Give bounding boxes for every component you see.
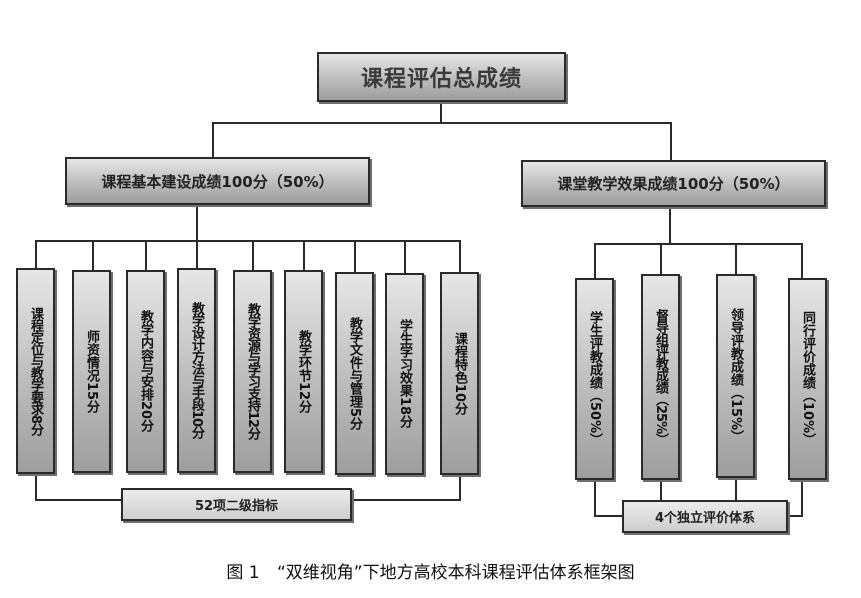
left-branch-node: 课程基本建设成绩100分（50%） (65, 157, 370, 205)
connector-line (196, 205, 198, 242)
left-summary-label: 52项二级指标 (194, 499, 279, 514)
connector-line (35, 240, 461, 242)
left-child-label: 教学文件与管理5分 (347, 316, 362, 431)
connector-line (196, 240, 198, 268)
left-child-node: 教学文件与管理5分 (335, 272, 374, 475)
connector-line (404, 240, 406, 273)
connector-line (660, 243, 662, 274)
left-child-node: 教学内容与安排20分 (126, 270, 165, 473)
left-branch-label: 课程基本建设成绩100分（50%） (101, 172, 334, 191)
left-child-label: 学生学习效果18分 (397, 319, 412, 429)
left-child-node: 学生学习效果18分 (385, 273, 424, 475)
figure-caption: 图 1 “双维视角”下地方高校本科课程评估体系框架图 (0, 558, 861, 583)
connector-line (594, 243, 802, 245)
left-child-label: 师资情况15分 (84, 329, 99, 414)
connector-line (660, 480, 662, 500)
right-child-node: 同行评价成绩（10%） (788, 278, 827, 480)
connector-line (440, 101, 442, 124)
connector-line (801, 480, 803, 517)
left-child-node: 教学环节12分 (284, 270, 323, 473)
connector-line (459, 475, 461, 501)
left-child-label: 教学资源与学习支持12分 (245, 303, 260, 440)
right-branch-node: 课堂教学效果成绩100分（50%） (521, 160, 826, 207)
root-node: 课程评估总成绩 (317, 52, 566, 102)
right-child-label: 同行评价成绩（10%） (800, 311, 815, 447)
connector-line (354, 240, 356, 272)
right-summary-label: 4个独立评价体系 (654, 511, 756, 526)
root-node-label: 课程评估总成绩 (360, 67, 522, 92)
left-child-label: 教学内容与安排20分 (138, 310, 153, 433)
left-child-label: 课程定位与教学要求8分 (28, 306, 43, 436)
left-child-node: 教学资源与学习支持12分 (233, 270, 272, 473)
connector-line (669, 207, 671, 245)
connector-line (92, 240, 94, 270)
figure-title: “双维视角”下地方高校本科课程评估体系框架图 (277, 563, 635, 583)
left-child-node: 教学设计方法与手段10分 (177, 268, 216, 473)
right-child-label: 学生评教成绩（50%） (587, 311, 602, 447)
left-child-label: 教学环节12分 (296, 329, 311, 414)
right-child-node: 领导评教成绩（15%） (716, 274, 755, 478)
left-summary-node: 52项二级指标 (121, 488, 352, 521)
connector-line (786, 515, 803, 517)
left-child-label: 教学设计方法与手段10分 (189, 302, 204, 439)
right-child-label: 督导组评教成绩（25%） (653, 308, 668, 446)
connector-line (350, 499, 461, 501)
connector-line (212, 122, 214, 157)
figure-number: 图 1 (226, 563, 260, 583)
right-child-node: 督导组评教成绩（25%） (641, 274, 680, 480)
connector-line (670, 122, 672, 160)
connector-line (594, 480, 596, 517)
left-child-label: 课程特色10分 (452, 331, 467, 416)
connector-line (303, 240, 305, 270)
left-child-node: 课程定位与教学要求8分 (16, 268, 55, 474)
connector-line (801, 243, 803, 278)
connector-line (252, 240, 254, 270)
connector-line (212, 122, 672, 124)
connector-line (35, 473, 37, 501)
connector-line (594, 243, 596, 278)
right-summary-node: 4个独立评价体系 (622, 500, 788, 533)
connector-line (735, 243, 737, 274)
connector-line (459, 240, 461, 272)
connector-line (35, 499, 123, 501)
right-child-label: 领导评教成绩（15%） (728, 308, 743, 444)
connector-line (35, 240, 37, 268)
connector-line (145, 240, 147, 270)
left-child-node: 师资情况15分 (72, 270, 111, 473)
left-child-node: 课程特色10分 (440, 272, 479, 475)
right-child-node: 学生评教成绩（50%） (575, 278, 614, 480)
right-branch-label: 课堂教学效果成绩100分（50%） (557, 175, 790, 193)
connector-line (735, 478, 737, 500)
evaluation-framework-diagram: 课程评估总成绩 课程基本建设成绩100分（50%） 课堂教学效果成绩100分（5… (16, 52, 827, 533)
connector-line (594, 515, 624, 517)
